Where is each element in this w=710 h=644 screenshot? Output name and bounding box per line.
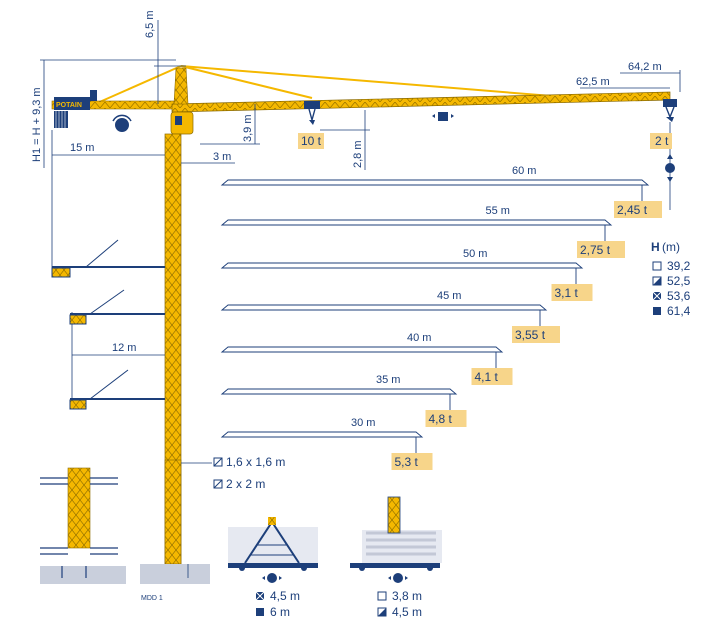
- height-legend-value: 53,6: [667, 289, 691, 303]
- base-dimension-value: 4,5 m: [270, 589, 300, 603]
- tip-loads: 10 t 2 t: [298, 133, 675, 182]
- capacity-line: [220, 388, 458, 395]
- capacity-badge: [577, 241, 625, 258]
- climbing-detail: [40, 467, 126, 584]
- height-legend-unit: (m): [662, 240, 680, 254]
- height-legend-title: H: [651, 240, 660, 254]
- base-dimension-value: 3,8 m: [392, 589, 422, 603]
- capacity-row: 40 m 4,1 t: [220, 332, 513, 385]
- solid-marker-icon: [256, 608, 264, 616]
- capacity-badge: [391, 453, 433, 470]
- capacity-radius: 55 m: [486, 205, 510, 217]
- empty-marker-icon: [652, 261, 662, 271]
- diagonal-marker-icon: [377, 607, 387, 617]
- capacity-load: 3,55 t: [515, 328, 546, 342]
- capacity-radius: 45 m: [437, 290, 461, 302]
- capacity-radius: 35 m: [376, 374, 400, 386]
- capacity-radius: 60 m: [512, 165, 536, 177]
- height-legend-row: 53,6: [652, 289, 691, 303]
- tie-dim: 12 m: [112, 342, 136, 354]
- capacity-row: 55 m 2,75 t: [220, 205, 625, 258]
- capacity-row: 35 m 4,8 t: [220, 374, 467, 427]
- base-dimension-row: 6 m: [256, 605, 290, 619]
- diagonal-marker-icon: [652, 276, 662, 286]
- capacity-load: 2,75 t: [580, 243, 611, 257]
- mast-section-row: 2 x 2 m: [213, 477, 265, 491]
- capacity-load: 4,1 t: [475, 370, 499, 384]
- load-near-label: 10 t: [301, 134, 322, 148]
- empty-marker-icon: [377, 591, 387, 601]
- diag-marker-icon: [213, 457, 223, 467]
- capacity-load: 3,1 t: [555, 286, 579, 300]
- mast-section-row: 1,6 x 1,6 m: [213, 455, 285, 469]
- base-dimension-value: 6 m: [270, 605, 290, 619]
- height-dim: H1 = H + 9,3 m: [31, 87, 43, 162]
- capacity-row: 50 m 3,1 t: [220, 248, 593, 301]
- height-legend-value: 39,2: [667, 259, 691, 273]
- head-height-dim: 3,9 m: [242, 114, 254, 142]
- max-jib-dim: 64,2 m: [628, 61, 662, 73]
- capacity-row: 60 m 2,45 t: [220, 165, 662, 218]
- capacity-line: [220, 179, 650, 186]
- capacity-load: 4,8 t: [429, 412, 453, 426]
- capacity-radius: 30 m: [351, 417, 375, 429]
- capacity-badge: [471, 368, 513, 385]
- height-legend-row: 39,2: [652, 259, 691, 273]
- capacity-line: [220, 431, 424, 438]
- base-dimension-row: 4,5 m: [255, 589, 300, 603]
- capacity-lines: 60 m2,45 t55 m2,75 t50 m3,1 t45 m3,55 t4…: [220, 165, 662, 470]
- diag-marker-icon: [213, 479, 223, 489]
- counter-jib-dim: 15 m: [70, 142, 94, 154]
- base-2: 3,8 m 4,5 m: [350, 496, 442, 619]
- height-legend-row: 61,4: [653, 304, 691, 318]
- capacity-load: 2,45 t: [617, 203, 648, 217]
- capacity-badge: [551, 284, 593, 301]
- base-dimension-row: 3,8 m: [377, 589, 422, 603]
- brand-logo: POTAIN: [56, 102, 82, 109]
- height-legend: H (m) 39,252,553,661,4: [651, 240, 691, 318]
- jib-dim: 62,5 m: [576, 76, 610, 88]
- mast-ties: [51, 239, 165, 410]
- capacity-badge: [512, 326, 560, 343]
- capacity-line: [220, 304, 548, 311]
- crane-structure: [51, 65, 677, 584]
- trolley-drop-dim: 2,8 m: [352, 140, 364, 168]
- mast-head-dim: 6,5 m: [144, 10, 156, 38]
- capacity-row: 45 m 3,55 t: [220, 290, 560, 343]
- mast-section-label: 1,6 x 1,6 m: [226, 455, 285, 469]
- solid-marker-icon: [653, 307, 661, 315]
- dimension-labels: 6,5 m 64,2 m 62,5 m H1 = H + 9,3 m 15 m …: [31, 10, 662, 354]
- capacity-badge: [614, 201, 662, 218]
- load-tip-label: 2 t: [655, 134, 669, 148]
- cross-marker-icon: [255, 591, 265, 601]
- mast-offset-dim: 3 m: [213, 151, 231, 163]
- base-dimension-value: 4,5 m: [392, 605, 422, 619]
- capacity-line: [220, 262, 584, 269]
- doc-code: MDD 1: [141, 595, 163, 602]
- height-legend-value: 52,5: [667, 274, 691, 288]
- capacity-row: 30 m 5,3 t: [220, 417, 433, 470]
- capacity-line: [220, 346, 504, 353]
- cross-marker-icon: [652, 291, 662, 301]
- capacity-radius: 40 m: [407, 332, 431, 344]
- capacity-badge: [425, 410, 467, 427]
- base-1: 4,5 m 6 m: [228, 517, 318, 619]
- capacity-load: 5,3 t: [395, 455, 419, 469]
- mast-section-label: 2 x 2 m: [226, 477, 265, 491]
- height-legend-row: 52,5: [652, 274, 691, 288]
- base-dimension-row: 4,5 m: [377, 605, 422, 619]
- capacity-line: [220, 219, 613, 226]
- capacity-radius: 50 m: [463, 248, 487, 260]
- height-legend-value: 61,4: [667, 304, 691, 318]
- mast-section-list: 1,6 x 1,6 m 2 x 2 m: [213, 455, 285, 491]
